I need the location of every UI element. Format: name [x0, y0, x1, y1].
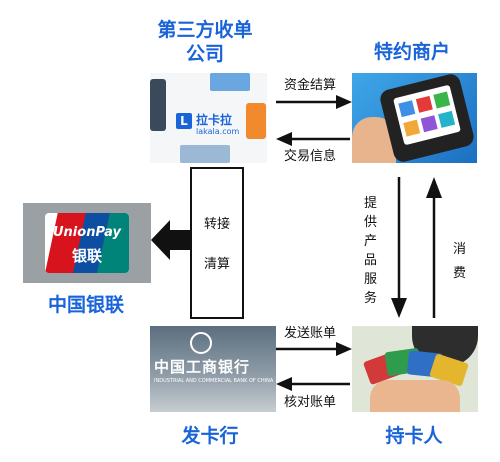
issuer-label: 发卡行 — [181, 425, 239, 447]
lakala-logo-icon: L — [176, 113, 192, 129]
verify-bill-label: 核对账单 — [284, 395, 337, 410]
consume-label: 消 费 — [453, 238, 467, 286]
transaction-info-arrow — [276, 132, 350, 146]
services-label: 提 供 产 品 服 务 — [364, 194, 378, 308]
unionpay-logo-en: UnionPay — [53, 225, 121, 240]
acquirer-label-line2: 公司 — [185, 43, 224, 65]
services-char: 务 — [364, 291, 378, 306]
lakala-device-bottom — [180, 145, 230, 163]
send-bill-arrow — [276, 342, 352, 356]
unionpay-label: 中国银联 — [47, 294, 124, 316]
merchant-pos-image — [352, 73, 477, 163]
icbc-logo-icon — [190, 332, 212, 354]
acquirer-label-line1: 第三方收单 — [157, 19, 253, 41]
merchant-label: 特约商户 — [373, 41, 450, 63]
services-char: 提 — [364, 196, 378, 211]
unionpay-image: UnionPay 银联 — [23, 203, 151, 283]
consume-arrow — [426, 177, 442, 318]
acquirer-label: 第三方收单 公司 — [140, 18, 270, 66]
send-bill-label: 发送账单 — [284, 326, 337, 341]
unionpay-logo-cn: 银联 — [71, 247, 102, 265]
services-char: 供 — [364, 215, 378, 230]
cardholder-hand — [370, 380, 460, 412]
icbc-name-en: INDUSTRIAL AND COMMERCIAL BANK OF CHINA — [154, 378, 274, 384]
icbc-image: 中国工商银行 INDUSTRIAL AND COMMERCIAL BANK OF… — [150, 326, 276, 412]
icbc-name-cn: 中国工商银行 — [154, 358, 251, 376]
services-char: 产 — [364, 234, 378, 249]
lakala-device-left — [150, 79, 166, 131]
unionpay-logo: UnionPay 银联 — [45, 213, 129, 273]
services-arrow — [391, 177, 407, 318]
cardholder-label: 持卡人 — [385, 425, 443, 447]
settlement-arrow — [276, 95, 352, 109]
services-char: 品 — [364, 253, 378, 268]
lakala-image: L 拉卡拉 lakala.com — [150, 73, 267, 163]
settlement-label: 资金结算 — [284, 78, 337, 93]
lakala-device-right — [246, 103, 266, 139]
services-char: 服 — [364, 272, 378, 287]
transaction-info-label: 交易信息 — [284, 149, 337, 164]
transfer-line2: 清算 — [203, 257, 230, 272]
cardholder-image — [352, 326, 478, 412]
lakala-logo-cn: 拉卡拉 — [196, 113, 233, 127]
lakala-device-top — [210, 73, 250, 91]
transfer-line1: 转接 — [203, 217, 230, 232]
transfer-clearing-box: 转接 清算 — [190, 167, 244, 319]
consume-char: 费 — [453, 266, 467, 281]
consume-char: 消 — [453, 242, 467, 257]
lakala-logo-en: lakala.com — [196, 127, 240, 136]
verify-bill-arrow — [276, 377, 350, 391]
transfer-to-unionpay-arrow — [151, 220, 190, 260]
